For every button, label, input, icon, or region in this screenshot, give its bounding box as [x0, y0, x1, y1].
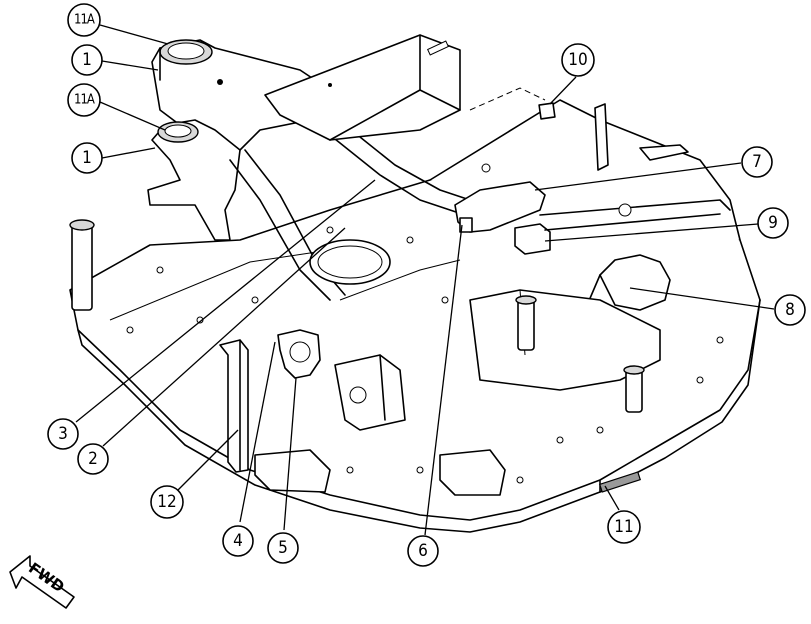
callout-label: 7	[752, 152, 762, 172]
callout-label: 11A	[74, 13, 95, 28]
callout-label: 1	[82, 50, 92, 70]
upper-frame-drawing	[69, 34, 761, 533]
callout-5: 5	[267, 532, 299, 564]
callout-11: 11	[607, 510, 641, 544]
leader-1-top	[101, 60, 159, 71]
callout-2: 2	[77, 443, 109, 475]
callout-7: 7	[741, 146, 773, 178]
leader-11a-mid	[99, 101, 166, 131]
callout-9: 9	[757, 207, 789, 239]
leader-5	[283, 377, 297, 531]
callout-11a-top: 11A	[67, 3, 101, 37]
callout-label: 11	[614, 517, 633, 537]
callout-1-mid: 1	[71, 142, 103, 174]
callouts: 11A 1 11A 1 10 7 9 8	[47, 3, 806, 567]
callout-label: 9	[768, 213, 778, 233]
callout-label: 4	[233, 531, 243, 551]
callout-3: 3	[47, 418, 79, 450]
callout-label: 1	[82, 148, 92, 168]
callout-4: 4	[222, 525, 254, 557]
callout-label: 2	[88, 449, 98, 469]
forward-arrow-icon	[9, 555, 75, 609]
leader-3	[75, 179, 376, 423]
callout-label: 12	[157, 492, 176, 512]
leader-8	[629, 287, 775, 310]
forward-direction-marker: FWD	[9, 555, 75, 609]
leader-9	[544, 223, 759, 242]
callout-label: 11A	[74, 93, 95, 108]
leader-11a-top	[99, 24, 169, 45]
callout-11a-mid: 11A	[67, 83, 101, 117]
leader-7	[534, 162, 742, 191]
callout-label: 10	[568, 50, 587, 70]
callout-label: 6	[418, 541, 428, 561]
leader-10	[549, 76, 577, 105]
leader-11	[604, 485, 620, 511]
leader-12	[177, 429, 239, 491]
callout-10: 10	[561, 43, 595, 77]
callout-label: 3	[58, 424, 68, 444]
callout-label: 5	[278, 538, 288, 558]
leader-4	[239, 341, 276, 523]
callout-12: 12	[150, 485, 184, 519]
leader-1-mid	[101, 147, 156, 159]
leader-2	[102, 227, 346, 447]
callout-label: 8	[785, 300, 795, 320]
callout-6: 6	[407, 535, 439, 567]
callout-8: 8	[774, 294, 806, 326]
leader-lines	[75, 24, 775, 536]
leader-6	[424, 224, 463, 536]
callout-1-top: 1	[71, 44, 103, 76]
